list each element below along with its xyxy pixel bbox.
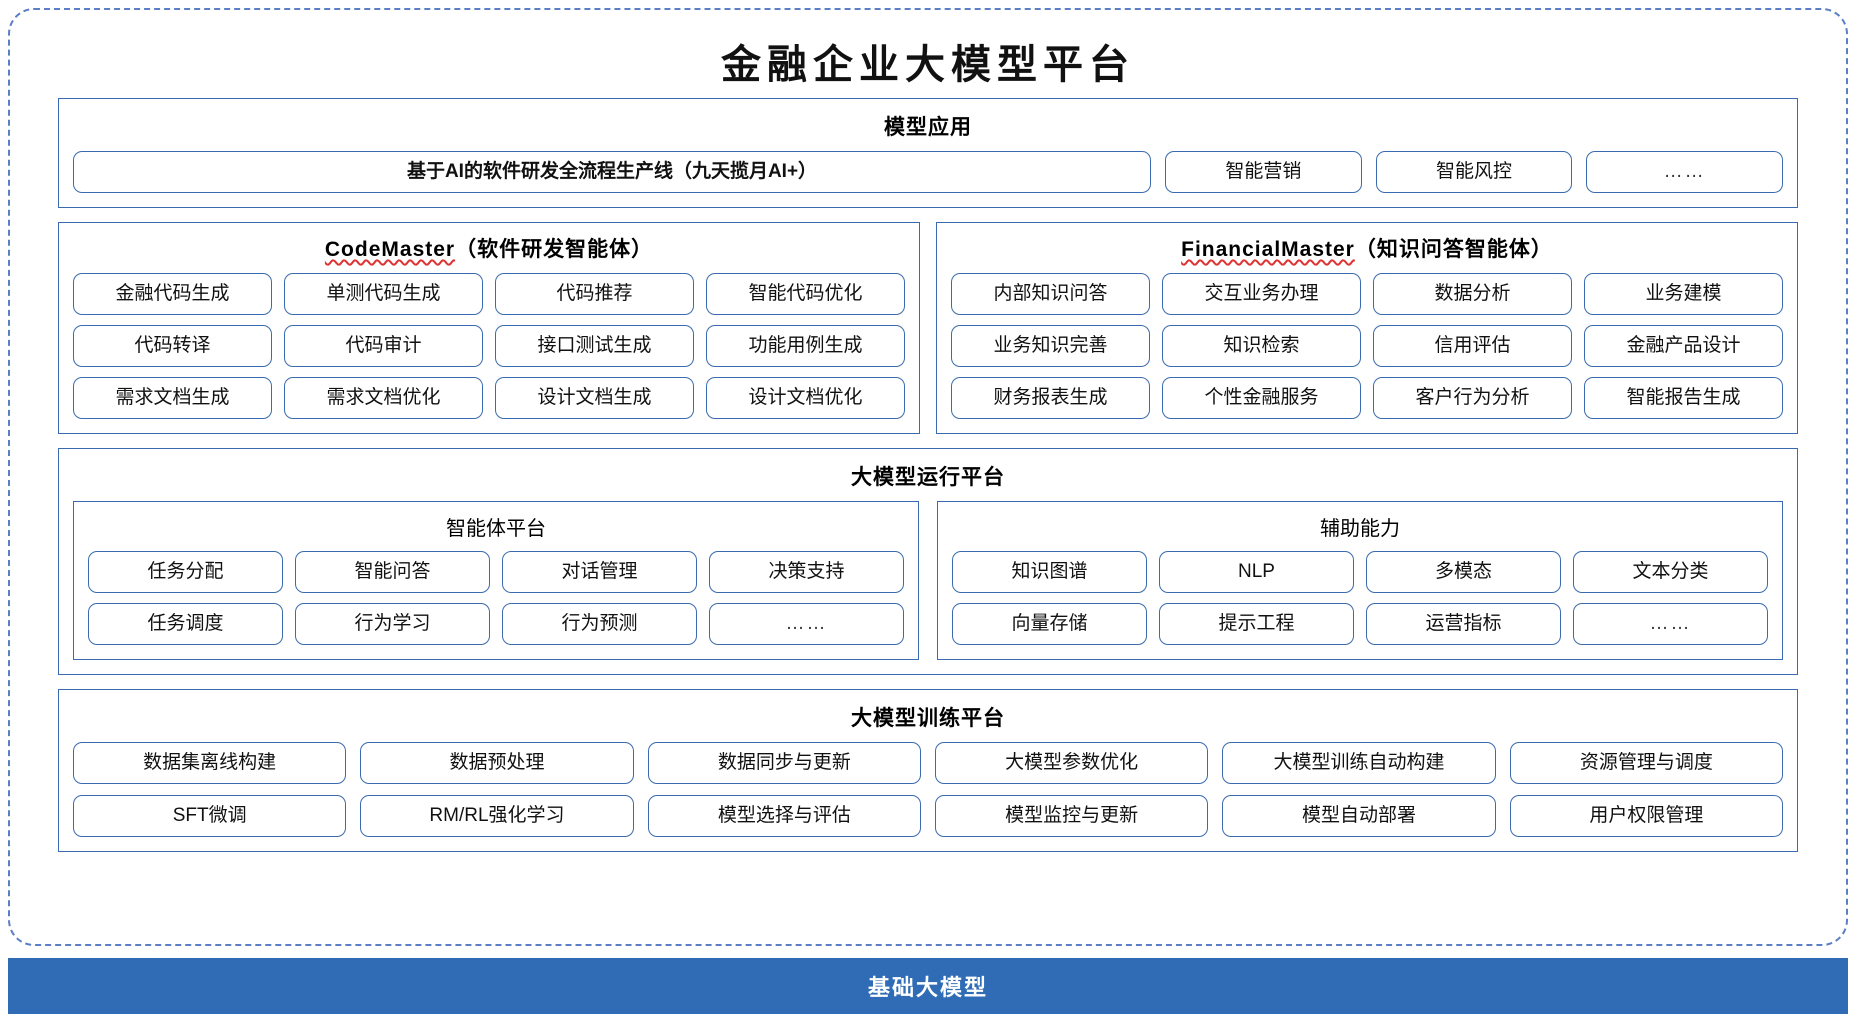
code-master-item[interactable]: 需求文档优化: [284, 377, 483, 419]
panel-code-master: CodeMaster（软件研发智能体） 金融代码生成 单测代码生成 代码推荐 智…: [58, 222, 920, 434]
model-application-row: 基于AI的软件研发全流程生产线（九天揽月AI+） 智能营销 智能风控 ……: [73, 151, 1784, 193]
panel-title-financial-master: FinancialMaster（知识问答智能体）: [951, 233, 1783, 263]
app-item-ai-pipeline[interactable]: 基于AI的软件研发全流程生产线（九天揽月AI+）: [73, 151, 1151, 193]
page-title: 金融企业大模型平台: [721, 43, 1135, 87]
auxiliary-capability-item[interactable]: 向量存储: [952, 603, 1147, 645]
auxiliary-capability-item[interactable]: 多模态: [1366, 551, 1561, 593]
sub-title-agent-platform: 智能体平台: [446, 518, 546, 540]
financial-master-item[interactable]: 金融产品设计: [1584, 325, 1783, 367]
base-model-bar: 基础大模型: [8, 958, 1848, 1014]
agent-platform-grid: 任务分配 智能问答 对话管理 决策支持 任务调度 行为学习 行为预测 ……: [88, 551, 904, 645]
financial-master-suffix: （知识问答智能体）: [1354, 238, 1553, 261]
agent-platform-item-more[interactable]: ……: [709, 603, 904, 645]
sub-panel-auxiliary-capability: 辅助能力 知识图谱 NLP 多模态 文本分类 向量存储 提示工程 运营指标 ……: [937, 501, 1783, 660]
auxiliary-capability-item[interactable]: NLP: [1159, 551, 1354, 593]
sub-title-auxiliary-capability: 辅助能力: [1320, 518, 1400, 540]
training-platform-item[interactable]: 数据预处理: [360, 742, 634, 784]
training-platform-item[interactable]: 数据集离线构建: [73, 742, 347, 784]
agent-platform-item[interactable]: 智能问答: [295, 551, 490, 593]
platform-outer-frame: 金融企业大模型平台 模型应用 基于AI的软件研发全流程生产线（九天揽月AI+） …: [8, 8, 1848, 946]
agent-platform-item[interactable]: 行为预测: [502, 603, 697, 645]
code-master-grid: 金融代码生成 单测代码生成 代码推荐 智能代码优化 代码转译 代码审计 接口测试…: [73, 273, 905, 419]
training-platform-item[interactable]: 大模型训练自动构建: [1222, 742, 1496, 784]
code-master-item[interactable]: 代码推荐: [495, 273, 694, 315]
section-training-platform: 大模型训练平台 数据集离线构建 数据预处理 数据同步与更新 大模型参数优化 大模…: [58, 689, 1798, 852]
financial-master-item[interactable]: 业务建模: [1584, 273, 1783, 315]
agent-platform-item[interactable]: 任务分配: [88, 551, 283, 593]
auxiliary-capability-item-more[interactable]: ……: [1573, 603, 1768, 645]
section-title-runtime-platform: 大模型运行平台: [851, 466, 1005, 489]
code-master-item[interactable]: 单测代码生成: [284, 273, 483, 315]
code-master-item[interactable]: 智能代码优化: [706, 273, 905, 315]
auxiliary-capability-grid: 知识图谱 NLP 多模态 文本分类 向量存储 提示工程 运营指标 ……: [952, 551, 1768, 645]
auxiliary-capability-item[interactable]: 提示工程: [1159, 603, 1354, 645]
financial-master-item[interactable]: 业务知识完善: [951, 325, 1150, 367]
training-platform-item[interactable]: 模型监控与更新: [935, 795, 1209, 837]
section-model-application: 模型应用 基于AI的软件研发全流程生产线（九天揽月AI+） 智能营销 智能风控 …: [58, 98, 1798, 208]
auxiliary-capability-item[interactable]: 文本分类: [1573, 551, 1768, 593]
financial-master-item[interactable]: 信用评估: [1373, 325, 1572, 367]
training-platform-item[interactable]: 数据同步与更新: [647, 742, 921, 784]
code-master-item[interactable]: 设计文档生成: [495, 377, 694, 419]
code-master-item[interactable]: 代码转译: [73, 325, 272, 367]
code-master-item[interactable]: 需求文档生成: [73, 377, 272, 419]
financial-master-name: FinancialMaster: [1181, 238, 1355, 261]
code-master-item[interactable]: 接口测试生成: [495, 325, 694, 367]
section-title-model-application: 模型应用: [884, 116, 972, 139]
agent-platform-item[interactable]: 行为学习: [295, 603, 490, 645]
app-item-more[interactable]: ……: [1586, 151, 1784, 193]
financial-master-grid: 内部知识问答 交互业务办理 数据分析 业务建模 业务知识完善 知识检索 信用评估…: [951, 273, 1783, 419]
agent-platform-item[interactable]: 对话管理: [502, 551, 697, 593]
financial-master-item[interactable]: 智能报告生成: [1584, 377, 1783, 419]
financial-master-item[interactable]: 知识检索: [1162, 325, 1361, 367]
code-master-item[interactable]: 设计文档优化: [706, 377, 905, 419]
auxiliary-capability-item[interactable]: 运营指标: [1366, 603, 1561, 645]
panel-title-code-master: CodeMaster（软件研发智能体）: [73, 233, 905, 263]
app-item-smart-marketing[interactable]: 智能营销: [1165, 151, 1362, 193]
financial-master-item[interactable]: 个性金融服务: [1162, 377, 1361, 419]
runtime-inner: 智能体平台 任务分配 智能问答 对话管理 决策支持 任务调度 行为学习 行为预测…: [73, 501, 1783, 660]
base-model-label: 基础大模型: [867, 975, 988, 1000]
agent-platform-item[interactable]: 决策支持: [709, 551, 904, 593]
panel-financial-master: FinancialMaster（知识问答智能体） 内部知识问答 交互业务办理 数…: [936, 222, 1798, 434]
code-master-item[interactable]: 代码审计: [284, 325, 483, 367]
financial-master-item[interactable]: 数据分析: [1373, 273, 1572, 315]
financial-master-item[interactable]: 内部知识问答: [951, 273, 1150, 315]
training-platform-item[interactable]: 用户权限管理: [1509, 795, 1783, 837]
auxiliary-capability-item[interactable]: 知识图谱: [952, 551, 1147, 593]
financial-master-item[interactable]: 财务报表生成: [951, 377, 1150, 419]
sub-panel-agent-platform: 智能体平台 任务分配 智能问答 对话管理 决策支持 任务调度 行为学习 行为预测…: [73, 501, 919, 660]
training-platform-item[interactable]: 模型选择与评估: [647, 795, 921, 837]
code-master-item[interactable]: 金融代码生成: [73, 273, 272, 315]
training-platform-item[interactable]: 资源管理与调度: [1509, 742, 1783, 784]
code-master-item[interactable]: 功能用例生成: [706, 325, 905, 367]
training-platform-item[interactable]: RM/RL强化学习: [360, 795, 634, 837]
training-platform-item[interactable]: 大模型参数优化: [935, 742, 1209, 784]
section-runtime-platform: 大模型运行平台 智能体平台 任务分配 智能问答 对话管理 决策支持 任务调度 行…: [58, 448, 1798, 675]
section-title-training-platform: 大模型训练平台: [851, 707, 1005, 730]
training-platform-item[interactable]: 模型自动部署: [1222, 795, 1496, 837]
code-master-name: CodeMaster: [324, 238, 456, 261]
agents-row: CodeMaster（软件研发智能体） 金融代码生成 单测代码生成 代码推荐 智…: [58, 222, 1798, 434]
code-master-suffix: （软件研发智能体）: [455, 238, 654, 261]
training-platform-item[interactable]: SFT微调: [73, 795, 347, 837]
financial-master-item[interactable]: 交互业务办理: [1162, 273, 1361, 315]
training-platform-grid: 数据集离线构建 数据预处理 数据同步与更新 大模型参数优化 大模型训练自动构建 …: [73, 742, 1783, 837]
agent-platform-item[interactable]: 任务调度: [88, 603, 283, 645]
financial-master-item[interactable]: 客户行为分析: [1373, 377, 1572, 419]
app-item-smart-risk-control[interactable]: 智能风控: [1375, 151, 1573, 193]
